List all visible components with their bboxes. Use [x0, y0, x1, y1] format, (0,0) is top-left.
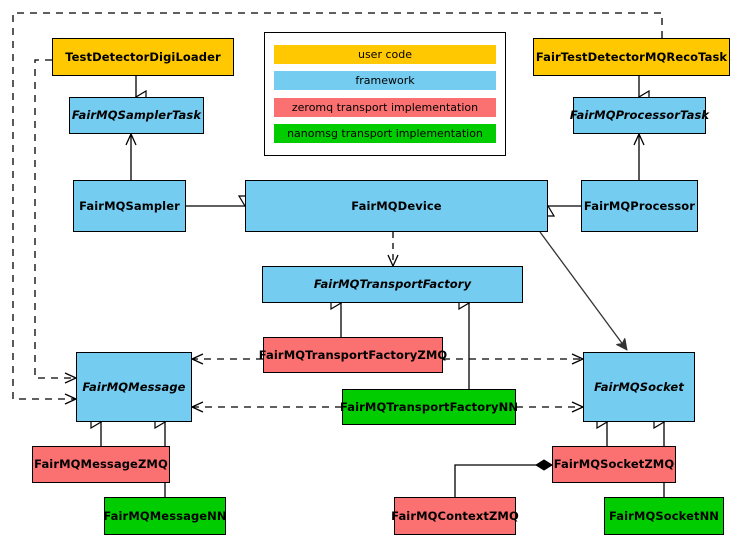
class-label: FairMQSamplerTask: [71, 108, 202, 123]
class-node-fairmqprocessor[interactable]: FairMQProcessor: [581, 180, 698, 232]
class-node-fairmqsocketzmq[interactable]: FairMQSocketZMQ: [552, 446, 676, 483]
legend-item-zeromq: zeromq transport implementation: [274, 97, 496, 117]
class-node-fairmqmessage[interactable]: FairMQMessage: [76, 352, 192, 422]
class-label: FairMQTransportFactoryZMQ: [258, 347, 448, 362]
class-label: FairMQSocketNN: [608, 508, 720, 523]
class-label: FairMQMessageNN: [103, 508, 227, 523]
class-label: FairMQMessageZMQ: [34, 457, 168, 472]
legend-label-nanomsg: nanomsg transport implementation: [287, 127, 483, 141]
class-node-fairmqmessagezmq[interactable]: FairMQMessageZMQ: [32, 446, 170, 483]
class-node-fairmqtransportfactorynn[interactable]: FairMQTransportFactoryNN: [339, 389, 519, 425]
edge-device-to-socket: [539, 231, 627, 350]
edge-contextzmq-to-socketzmq: [454, 459, 553, 497]
class-node-fairtestdetectormqrecotask[interactable]: FairTestDetectorMQRecoTask: [533, 38, 730, 76]
class-label: FairMQDevice: [351, 198, 442, 213]
class-node-fairmqsocketnn[interactable]: FairMQSocketNN: [604, 497, 724, 535]
class-node-fairmqtransportfactory[interactable]: FairMQTransportFactory: [262, 266, 523, 303]
class-label: FairMQSocketZMQ: [553, 457, 675, 472]
class-node-fairmqsamplertask[interactable]: FairMQSamplerTask: [69, 97, 204, 134]
class-node-fairmqprocessortask[interactable]: FairMQProcessorTask: [569, 97, 710, 134]
class-label: FairMQSocket: [594, 379, 684, 394]
class-node-fairmqdevice[interactable]: FairMQDevice: [245, 180, 548, 232]
legend-label-zeromq: zeromq transport implementation: [291, 100, 479, 114]
legend-item-nanomsg: nanomsg transport implementation: [274, 124, 496, 144]
class-node-fairmqcontextzmq[interactable]: FairMQContextZMQ: [391, 497, 519, 535]
class-label: FairMQProcessorTask: [569, 108, 710, 123]
legend-label-user-code: user code: [357, 47, 413, 61]
class-label: FairMQProcessor: [583, 198, 696, 213]
class-node-fairmqsampler[interactable]: FairMQSampler: [73, 180, 186, 232]
class-label: TestDetectorDigiLoader: [65, 49, 221, 64]
class-label: FairMQTransportFactoryNN: [339, 399, 519, 414]
class-label: FairMQMessage: [82, 379, 186, 394]
class-label: FairMQTransportFactory: [313, 277, 472, 292]
legend-item-framework: framework: [274, 71, 496, 91]
class-node-fairmqmessagenn[interactable]: FairMQMessageNN: [103, 497, 227, 535]
class-label: FairTestDetectorMQRecoTask: [535, 49, 728, 64]
class-label: FairMQSampler: [79, 198, 180, 213]
legend-item-user-code: user code: [274, 44, 496, 64]
legend-label-framework: framework: [355, 74, 415, 88]
class-label: FairMQContextZMQ: [391, 508, 519, 523]
class-node-fairmqsocket[interactable]: FairMQSocket: [583, 352, 695, 422]
class-node-fairmqtransportfactoryzmq[interactable]: FairMQTransportFactoryZMQ: [259, 337, 447, 373]
class-node-testdetectordigiloader[interactable]: TestDetectorDigiLoader: [52, 38, 234, 76]
legend-panel: user code framework zeromq transport imp…: [264, 32, 506, 156]
